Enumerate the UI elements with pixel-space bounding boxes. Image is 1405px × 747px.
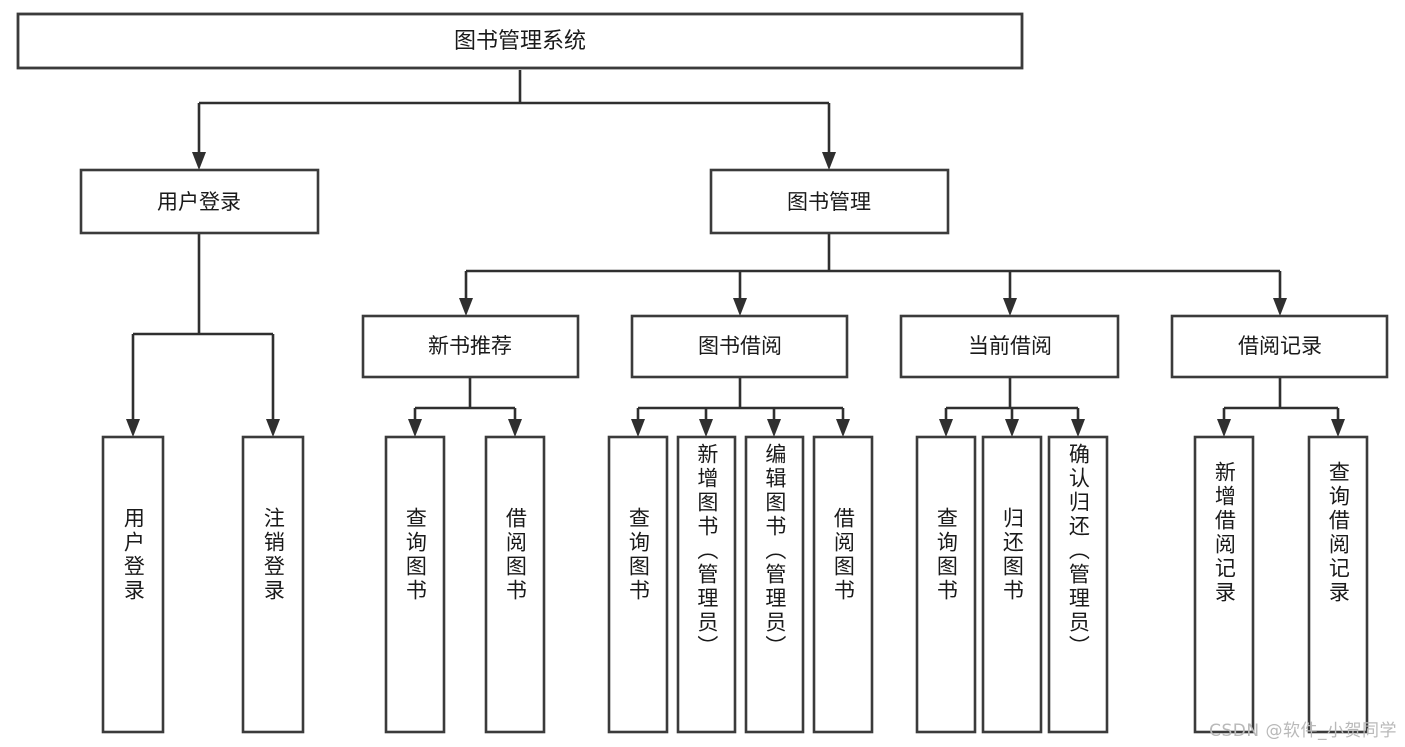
- node-current-borrow-label: 当前借阅: [968, 334, 1052, 358]
- arrowhead-leaf-user-login: [126, 419, 140, 437]
- arrowhead-book-manage: [822, 152, 836, 170]
- leaf-query-record-box[interactable]: [1307, 435, 1369, 734]
- node-new-book-recommend-label: 新书推荐: [428, 334, 512, 358]
- leaf-boxes-layer: [101, 435, 1369, 734]
- arrowhead-leaf-return-book: [1005, 419, 1019, 437]
- node-user-login-box[interactable]: [79, 168, 320, 235]
- arrowhead-leaf-add-book: [699, 419, 713, 437]
- arrowhead-leaf-query-book-2: [631, 419, 645, 437]
- leaf-borrow-book-2-box[interactable]: [812, 435, 874, 734]
- arrowhead-leaf-query-book-1: [408, 419, 422, 437]
- arrowhead-leaf-query-book-3: [939, 419, 953, 437]
- arrowhead-leaf-borrow-book-2: [836, 419, 850, 437]
- leaf-confirm-return-box[interactable]: [1047, 435, 1109, 734]
- node-new-book-recommend-box[interactable]: [361, 314, 580, 379]
- node-new-book-recommend[interactable]: 新书推荐: [361, 314, 580, 379]
- arrowhead-book-borrow: [733, 298, 747, 316]
- arrowhead-leaf-query-record: [1331, 419, 1345, 437]
- node-borrow-record-label: 借阅记录: [1238, 334, 1322, 358]
- node-book-manage-label: 图书管理: [787, 190, 871, 214]
- leaf-add-record-box[interactable]: [1193, 435, 1255, 734]
- leaf-return-book-box[interactable]: [981, 435, 1043, 734]
- leaf-add-book-box[interactable]: [676, 435, 737, 734]
- node-user-login-label: 用户登录: [157, 190, 241, 214]
- node-book-borrow-box[interactable]: [630, 314, 849, 379]
- node-book-borrow[interactable]: 图书借阅: [630, 314, 849, 379]
- node-root-box[interactable]: [16, 12, 1024, 70]
- node-current-borrow-box[interactable]: [899, 314, 1120, 379]
- leaf-query-book-1-box[interactable]: [384, 435, 446, 734]
- leaf-query-book-3-box[interactable]: [915, 435, 977, 734]
- node-borrow-record-box[interactable]: [1170, 314, 1389, 379]
- leaf-user-login-box[interactable]: [101, 435, 165, 734]
- arrowhead-new-book-recommend: [459, 298, 473, 316]
- arrowhead-leaf-logout-login: [266, 419, 280, 437]
- leaf-edit-book-box[interactable]: [744, 435, 805, 734]
- arrowhead-user-login: [192, 152, 206, 170]
- leaf-logout-login-box[interactable]: [241, 435, 305, 734]
- node-root[interactable]: 图书管理系统: [16, 12, 1024, 70]
- arrowhead-leaf-edit-book: [767, 419, 781, 437]
- node-book-manage-box[interactable]: [709, 168, 950, 235]
- node-user-login[interactable]: 用户登录: [79, 168, 320, 235]
- edges-layer: [126, 70, 1345, 437]
- leaf-borrow-book-1-box[interactable]: [484, 435, 546, 734]
- node-book-borrow-label: 图书借阅: [698, 334, 782, 358]
- node-root-label: 图书管理系统: [454, 29, 586, 54]
- arrowhead-leaf-add-record: [1217, 419, 1231, 437]
- node-book-manage[interactable]: 图书管理: [709, 168, 950, 235]
- leaf-query-book-2-box[interactable]: [607, 435, 669, 734]
- nodes-layer: 图书管理系统 用户登录 图书管理 新书推荐 图书借阅 当前: [16, 12, 1389, 734]
- arrowhead-borrow-record: [1273, 298, 1287, 316]
- watermark-text: CSDN @软件_小贺同学: [1209, 721, 1397, 741]
- arrowhead-leaf-confirm-return: [1071, 419, 1085, 437]
- node-borrow-record[interactable]: 借阅记录: [1170, 314, 1389, 379]
- arrowhead-leaf-borrow-book-1: [508, 419, 522, 437]
- node-current-borrow[interactable]: 当前借阅: [899, 314, 1120, 379]
- arrowhead-current-borrow: [1003, 298, 1017, 316]
